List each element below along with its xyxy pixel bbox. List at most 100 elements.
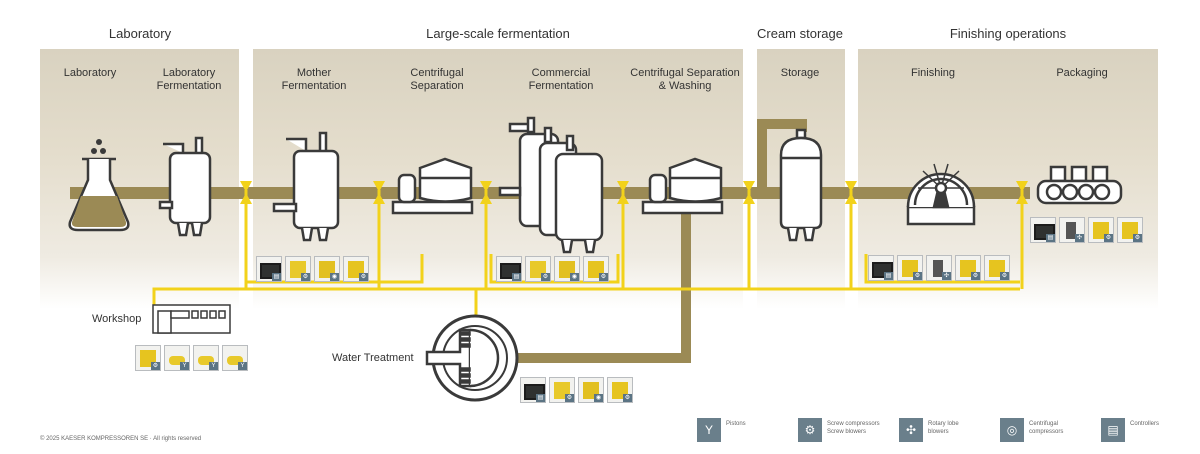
- legend-item-rotary-lobe: ✣ Rotary lobe blowers: [899, 418, 959, 442]
- rotary-lobe-blower-tile: ✣: [926, 255, 952, 281]
- screw-blower-tile: ⚙: [549, 377, 575, 403]
- compressed-air-lines: [152, 190, 1024, 318]
- centrifugal-badge-icon: ◉: [330, 273, 339, 281]
- legend-label: Screw compressors Screw blowers: [827, 421, 880, 435]
- screw-compressor-tile: ⚙: [1088, 217, 1114, 243]
- step-label-mother-fermentation: Mother Fermentation: [281, 67, 347, 92]
- controller-tile: ▤: [520, 377, 546, 403]
- lab-fermenter-icon: [158, 136, 212, 237]
- valve-icon: [845, 181, 857, 204]
- legend-item-centrifugal: ◎ Centrifugal compressors: [1000, 418, 1063, 442]
- section-title-laboratory: Laboratory: [108, 26, 172, 41]
- centrifugal-icon: ◎: [1000, 418, 1024, 442]
- screw-compressor-tile: ⚙: [955, 255, 981, 281]
- commercial-fermenter-icon: [498, 116, 604, 254]
- controller-tile: ▤: [1030, 217, 1056, 243]
- screw-blower-tile: ⚙: [285, 256, 311, 282]
- screw-compressor-badge-icon: ⚙: [1133, 234, 1142, 242]
- flask-icon: [68, 139, 130, 232]
- piston-tile: Y: [164, 345, 190, 371]
- centrifugal-tile: ◉: [554, 256, 580, 282]
- controller-badge-icon: ▤: [536, 394, 545, 402]
- legend-label: Controllers: [1130, 421, 1160, 427]
- valve-icon: [373, 181, 385, 204]
- workshop-icon: [152, 304, 231, 334]
- screw-blower-badge-icon: ⚙: [565, 394, 574, 402]
- controllers-icon: ▤: [1101, 418, 1125, 442]
- rotary-lobe-blower-badge-icon: ✣: [942, 272, 951, 280]
- rotary-lobe-blower-icon: [1066, 222, 1076, 239]
- rotary-lobe-icon: ✣: [899, 418, 923, 442]
- screw-blower-tile: ⚙: [525, 256, 551, 282]
- screw-compressor-tile: ⚙: [343, 256, 369, 282]
- finishing-drum-icon: [906, 163, 976, 226]
- step-label-packaging: Packaging: [1056, 67, 1108, 79]
- pistons-icon: Y: [697, 418, 721, 442]
- mother-fermenter-icon: [272, 131, 340, 242]
- screw-compressor-badge-icon: ⚙: [1000, 272, 1009, 280]
- equipment-row-water-treatment: ▤ ⚙ ◉ ⚙: [520, 377, 633, 403]
- section-title-large-scale-fermentation: Large-scale fermentation: [426, 26, 570, 41]
- step-label-laboratory-fermentation: Laboratory Fermentation: [156, 67, 222, 92]
- screw-compressor-badge-icon: ⚙: [359, 273, 368, 281]
- step-label-laboratory: Laboratory: [63, 67, 117, 79]
- legend-label: Centrifugal compressors: [1029, 421, 1064, 435]
- valve-icon: [480, 181, 492, 204]
- rotary-lobe-blower-badge-icon: ✣: [1075, 234, 1084, 242]
- equipment-row-mother-fermentation: ▤ ⚙ ◉ ⚙: [256, 256, 369, 282]
- screw-compressor-badge-icon: ⚙: [1104, 234, 1113, 242]
- controller-tile: ▤: [256, 256, 282, 282]
- screw-compressor-badge-icon: ⚙: [913, 272, 922, 280]
- rotary-lobe-blower-tile: ✣: [1059, 217, 1085, 243]
- centrifugal-tile: ◉: [314, 256, 340, 282]
- equipment-row-packaging: ▤ ✣ ⚙ ⚙: [1030, 217, 1143, 243]
- screw-compressor-tile: ⚙: [897, 255, 923, 281]
- rotary-lobe-blower-icon: [933, 260, 943, 277]
- screw-compressor-tile: ⚙: [984, 255, 1010, 281]
- section-title-cream-storage: Cream storage: [757, 26, 843, 41]
- legend-item-screw: ⚙ Screw compressors Screw blowers: [798, 418, 880, 442]
- screw-compressor-tile: ⚙: [1117, 217, 1143, 243]
- screw-blower-badge-icon: ⚙: [541, 273, 550, 281]
- packaging-conveyor-icon: [1036, 165, 1123, 205]
- piston-badge-icon: Y: [238, 362, 247, 370]
- step-label-storage: Storage: [780, 67, 820, 79]
- step-label-centrifugal-separation-washing: Centrifugal Separation & Washing: [630, 67, 740, 92]
- screw-compressor-tile: ⚙: [583, 256, 609, 282]
- equipment-row-finishing: ▤ ⚙ ✣ ⚙ ⚙: [868, 255, 1010, 281]
- storage-tank-icon: [779, 128, 823, 242]
- water-treatment-icon: [425, 314, 519, 402]
- centrifugal-separator-washing-icon: [641, 157, 724, 215]
- step-label-commercial-fermentation: Commercial Fermentation: [528, 67, 594, 92]
- screw-compressor-badge-icon: ⚙: [623, 394, 632, 402]
- product-pipe-water-return: [512, 205, 691, 363]
- valve-icon: [617, 181, 629, 204]
- piston-tile: Y: [193, 345, 219, 371]
- controller-tile: ▤: [496, 256, 522, 282]
- piston-tile: Y: [222, 345, 248, 371]
- screw-compressor-tile: ⚙: [135, 345, 161, 371]
- water-treatment-label: Water Treatment: [332, 352, 414, 364]
- legend-item-pistons: Y Pistons: [697, 418, 746, 442]
- valve-icon: [1016, 181, 1028, 204]
- workshop-label: Workshop: [92, 313, 142, 325]
- piston-icon: [198, 356, 214, 365]
- controller-badge-icon: ▤: [272, 273, 281, 281]
- centrifugal-separator-icon: [391, 157, 474, 215]
- valve-markers: [240, 181, 1028, 204]
- screw-blower-badge-icon: ⚙: [301, 273, 310, 281]
- copyright-notice: © 2025 KAESER KOMPRESSOREN SE · All righ…: [40, 436, 202, 442]
- centrifugal-badge-icon: ◉: [594, 394, 603, 402]
- piston-icon: [227, 356, 243, 365]
- piston-icon: [169, 356, 185, 365]
- step-label-centrifugal-separation: Centrifugal Separation: [410, 67, 464, 92]
- legend-label: Pistons: [726, 421, 746, 427]
- step-label-finishing: Finishing: [910, 67, 956, 79]
- screw-compressor-badge-icon: ⚙: [599, 273, 608, 281]
- controller-badge-icon: ▤: [1046, 234, 1055, 242]
- screw-compressor-badge-icon: ⚙: [151, 362, 160, 370]
- controller-tile: ▤: [868, 255, 894, 281]
- valve-icon: [743, 181, 755, 204]
